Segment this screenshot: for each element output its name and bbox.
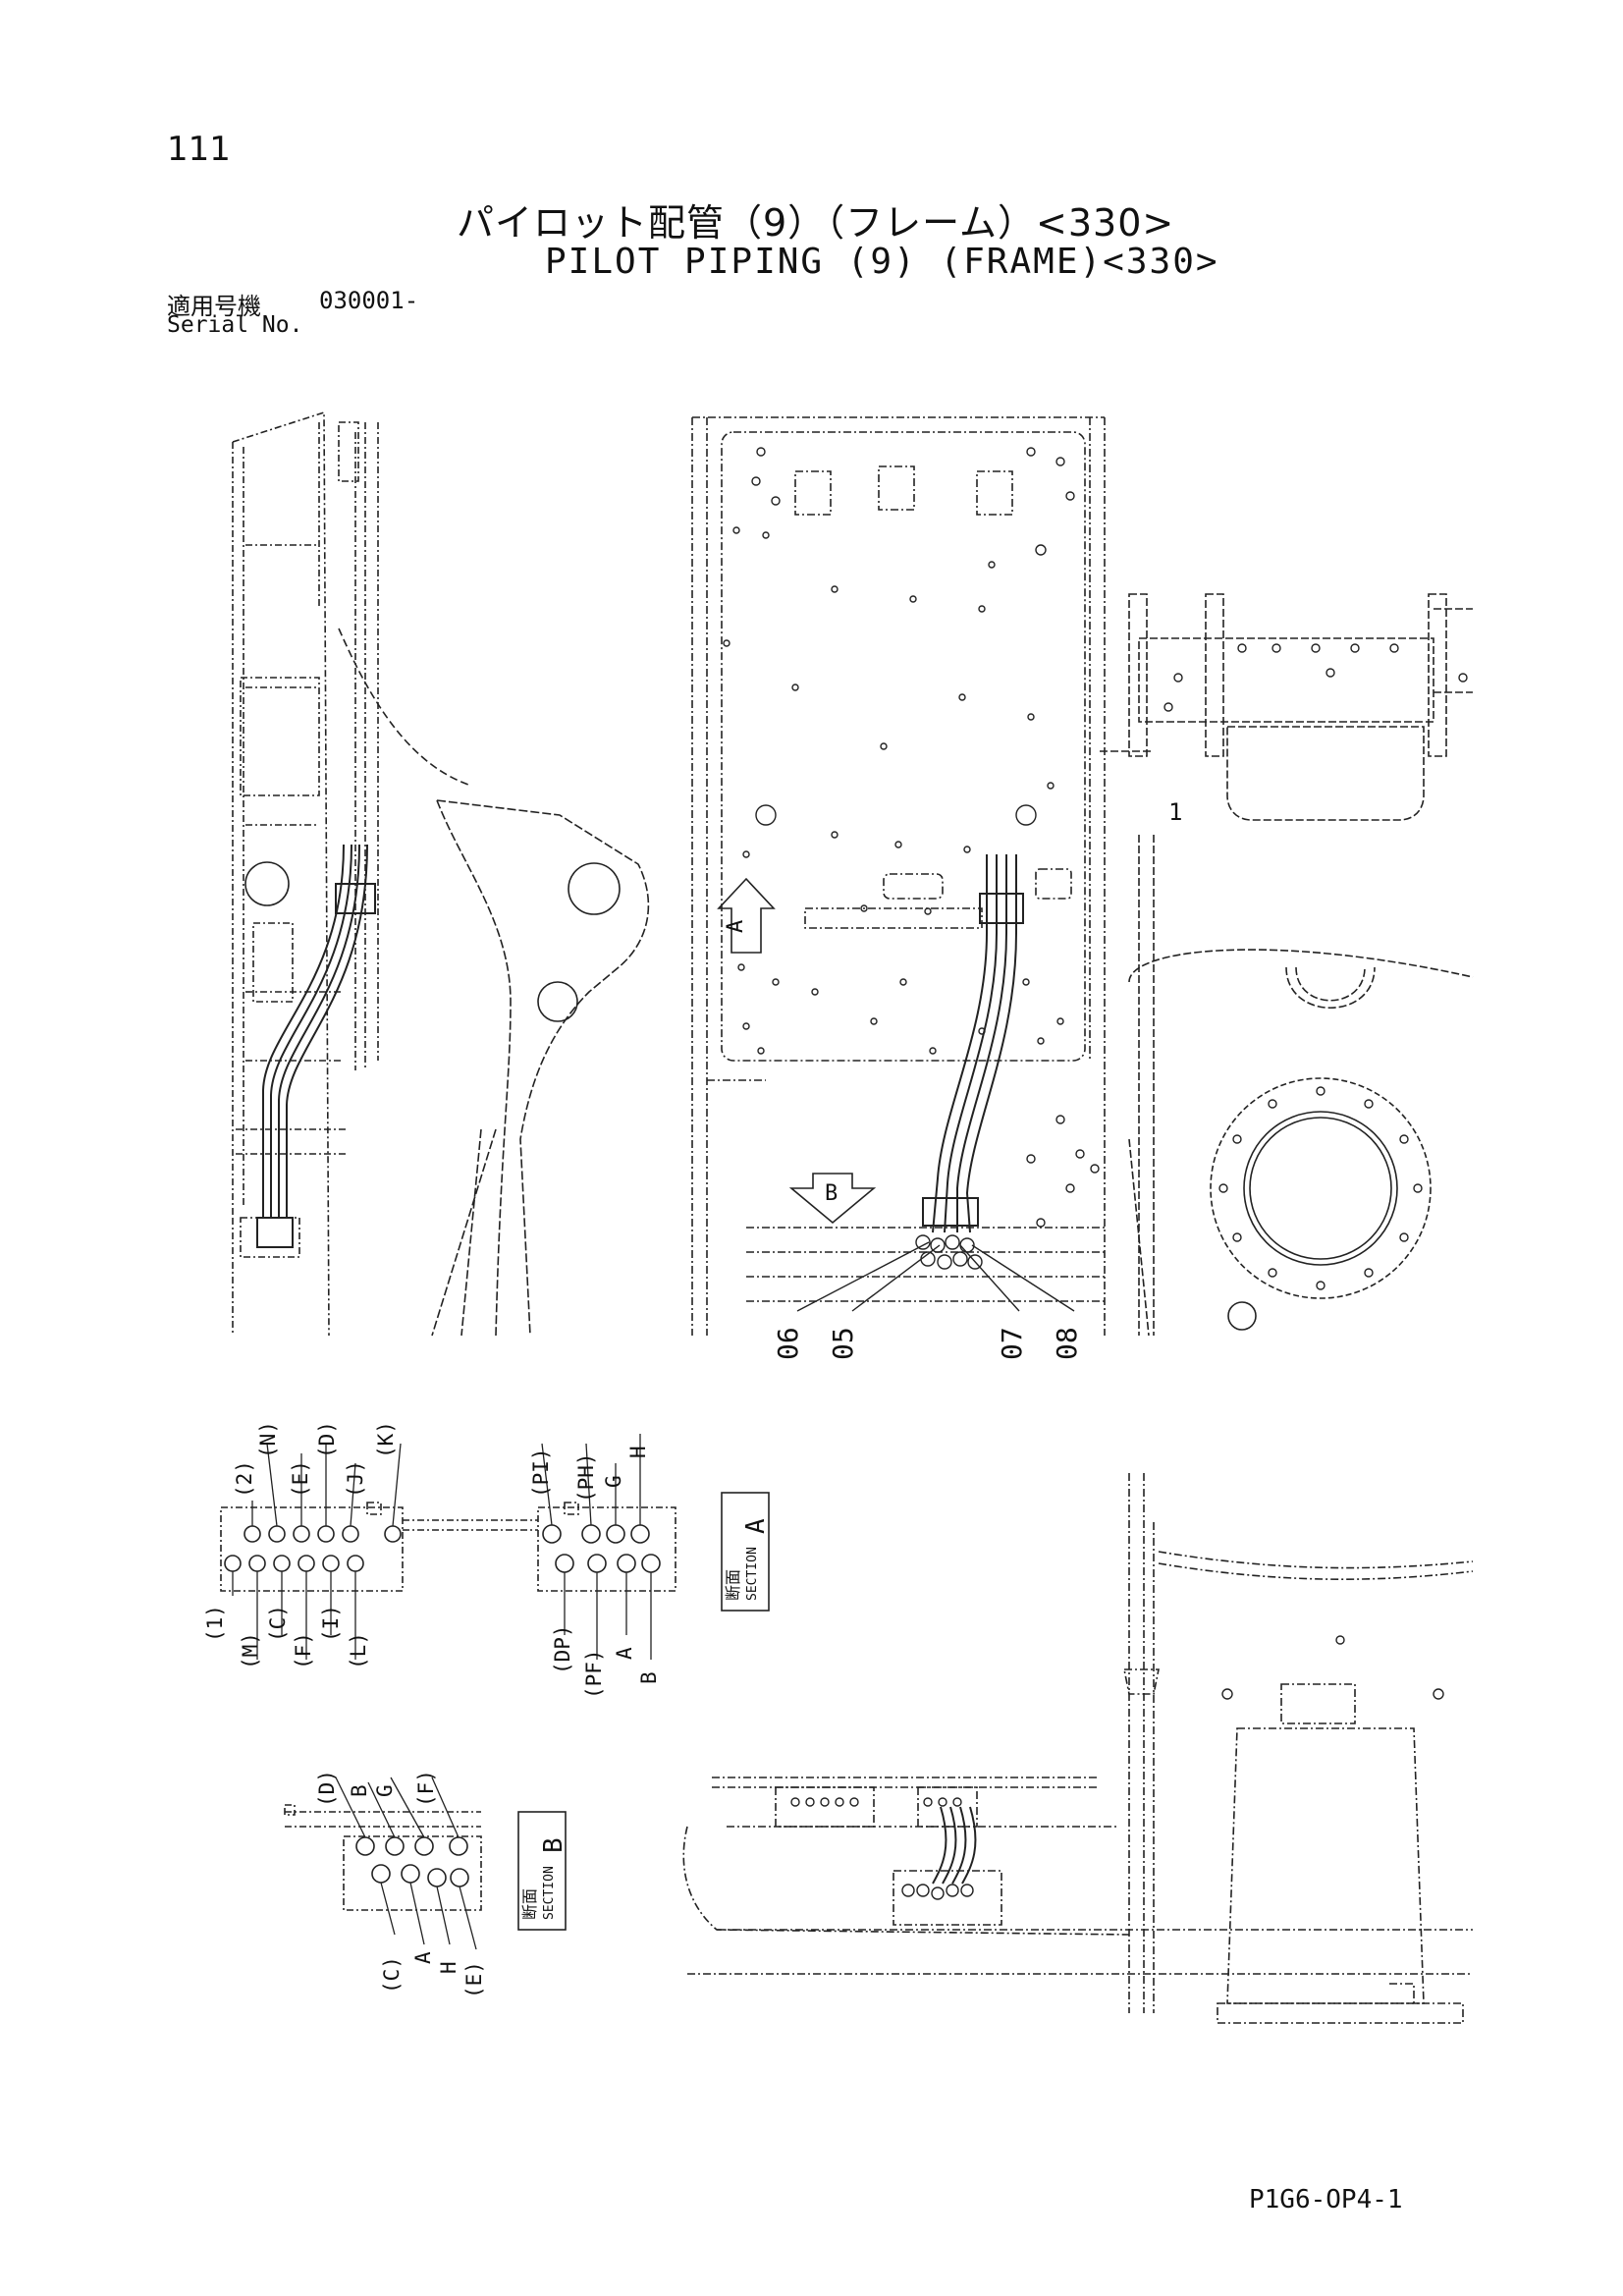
- section-b-port-b: B: [348, 1784, 371, 1797]
- serial-label-japanese: 適用号機: [167, 293, 261, 320]
- title-japanese: パイロット配管（9）（フレーム）<330>: [457, 201, 1175, 245]
- view-arrow-b-label: B: [825, 1181, 838, 1206]
- port-label-b: B: [637, 1671, 661, 1684]
- port-label-a: A: [613, 1647, 636, 1660]
- callout-06: 06: [772, 1327, 804, 1360]
- port-label-d: (D): [315, 1421, 339, 1458]
- section-b-tag-jp: 断面: [520, 1888, 539, 1920]
- lower-right-view: [682, 1473, 1474, 2024]
- section-a-tag-en: SECTION: [745, 1547, 760, 1601]
- view-arrow-a-label: A: [724, 920, 748, 933]
- plan-view-hose-bundle: [922, 854, 1024, 1233]
- drawing-code: P1G6-OP4-1: [1249, 2185, 1403, 2214]
- port-label-e: (E): [289, 1460, 312, 1498]
- slewing-ring: [1210, 1077, 1432, 1299]
- port-label-ph: (PH): [574, 1452, 598, 1503]
- section-a-tag-letter: A: [741, 1518, 771, 1534]
- serial-value: 030001-: [319, 287, 419, 314]
- port-label-pf: (PF): [582, 1649, 606, 1699]
- callout-08: 08: [1051, 1327, 1083, 1360]
- title-english: PILOT PIPING (9) (FRAME)<330>: [545, 242, 1219, 282]
- swing-detail-holes: [1163, 643, 1468, 712]
- side-view-boom-line: [338, 628, 472, 787]
- swing-hole: [1227, 1301, 1257, 1331]
- section-b-port-e: (E): [462, 1961, 486, 1998]
- view-arrow-a-shape: [717, 877, 776, 954]
- port-label-g: G: [602, 1475, 625, 1488]
- port-label-m: (M): [239, 1632, 262, 1669]
- section-b-leaders: [335, 1777, 477, 1950]
- port-label-pi: (PI): [529, 1448, 553, 1498]
- section-a-labels: (2) (N) (E) (D) (J) (K) (1) (M) (C) (F) …: [203, 1421, 661, 1699]
- section-b-port-c: (C): [380, 1956, 404, 1994]
- port-label-c: (C): [266, 1605, 290, 1642]
- section-a-ports: [224, 1524, 661, 1573]
- page-number: 111: [167, 130, 231, 169]
- port-label-k: (K): [374, 1421, 398, 1458]
- boom-bracket: [431, 799, 650, 1337]
- port-label-h: H: [626, 1446, 650, 1458]
- port-label-1: (1): [203, 1605, 227, 1642]
- lower-right-view-holes: [790, 1635, 1444, 1900]
- port-label-f: (F): [292, 1632, 315, 1669]
- section-b-port-f: (F): [414, 1770, 438, 1807]
- swing-detail: [1100, 593, 1474, 1337]
- side-view-hose-bundle: [256, 844, 376, 1248]
- section-a-tag-box: [721, 1492, 770, 1612]
- serial-label-english: Serial No.: [167, 312, 303, 338]
- view-arrow-b-shape: [788, 1173, 877, 1225]
- section-b-port-h: H: [437, 1961, 460, 1974]
- section-b-tag-en: SECTION: [542, 1866, 557, 1920]
- bracket-pin-hole-upper: [568, 862, 621, 915]
- plan-view-frame: [691, 416, 1106, 1336]
- part-number-1: 1: [1168, 798, 1182, 826]
- section-b-labels: (D) B G (F) (C) A H (E): [315, 1770, 486, 1998]
- port-label-2: (2): [233, 1460, 256, 1498]
- callout-05: 05: [827, 1327, 859, 1360]
- lower-right-view-hoses: [932, 1806, 977, 1885]
- plan-view-fittings: [915, 1234, 983, 1270]
- port-label-j: (J): [344, 1460, 367, 1498]
- section-b-tag-letter: B: [539, 1837, 568, 1853]
- section-b-port-g: G: [373, 1784, 397, 1797]
- port-label-dp: (DP): [551, 1624, 574, 1674]
- slewing-ring-bolts: [1218, 1086, 1423, 1290]
- callout-leaders: [796, 1241, 1075, 1312]
- section-b-port-d: (D): [315, 1770, 339, 1807]
- section-b-port-a: A: [411, 1951, 435, 1964]
- port-label-i: (I): [319, 1605, 343, 1642]
- section-a-block: [220, 1502, 676, 1592]
- side-view-frame: [232, 410, 379, 1337]
- callout-07: 07: [996, 1327, 1028, 1360]
- side-view-hole: [244, 861, 290, 906]
- section-a-leaders: [232, 1434, 652, 1660]
- port-label-n: (N): [256, 1421, 280, 1458]
- plan-view-holes: [723, 447, 1100, 1228]
- section-b-ports: [355, 1836, 469, 1887]
- port-label-l: (L): [347, 1632, 370, 1669]
- section-b-tag-box: [517, 1811, 567, 1931]
- bracket-pin-hole-lower: [537, 981, 578, 1022]
- section-a-tag-jp: 断面: [724, 1569, 742, 1601]
